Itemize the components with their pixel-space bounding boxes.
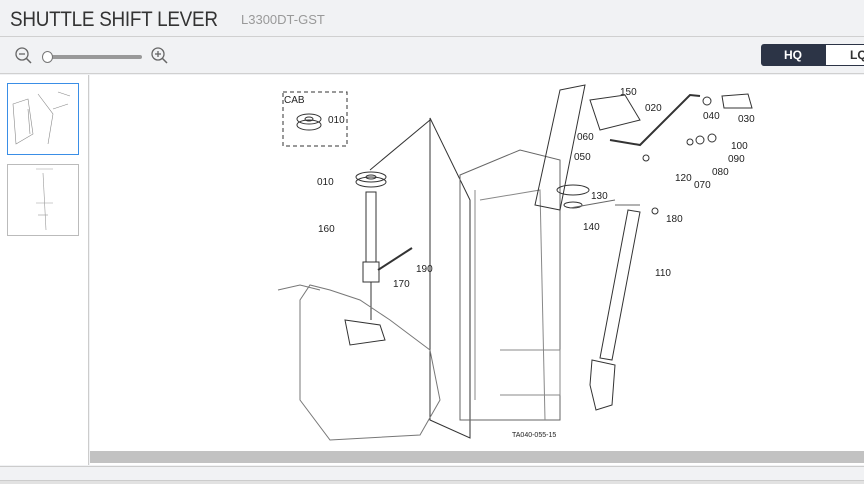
callout-170[interactable]: 170 bbox=[393, 279, 410, 290]
footer-bar bbox=[0, 466, 864, 484]
zoom-slider-handle[interactable] bbox=[42, 51, 53, 63]
callout-010[interactable]: 010 bbox=[317, 177, 334, 188]
callout-140[interactable]: 140 bbox=[583, 222, 600, 233]
callout-120[interactable]: 120 bbox=[675, 173, 692, 184]
callout-010-cab[interactable]: 010 bbox=[328, 115, 345, 126]
zoom-in-icon[interactable] bbox=[150, 46, 170, 66]
callout-080[interactable]: 080 bbox=[712, 167, 729, 178]
callout-110[interactable]: 110 bbox=[655, 268, 671, 279]
callout-130[interactable]: 130 bbox=[591, 191, 608, 202]
model-label: L3300DT-GST bbox=[241, 12, 325, 27]
callout-030[interactable]: 030 bbox=[738, 114, 755, 125]
page-header: SHUTTLE SHIFT LEVER L3300DT-GST bbox=[0, 0, 864, 37]
parts-diagram: CAB 010 010 160 170 190 150 020 040 030 … bbox=[277, 84, 755, 441]
callout-040[interactable]: 040 bbox=[703, 111, 720, 122]
callout-150[interactable]: 150 bbox=[620, 87, 637, 98]
callout-100[interactable]: 100 bbox=[731, 141, 748, 152]
zoom-slider[interactable] bbox=[44, 55, 142, 59]
callout-180[interactable]: 180 bbox=[666, 214, 683, 225]
thumbnail-sidebar bbox=[0, 75, 89, 465]
callout-190[interactable]: 190 bbox=[416, 264, 433, 275]
callout-020[interactable]: 020 bbox=[645, 103, 662, 114]
page-title: SHUTTLE SHIFT LEVER bbox=[10, 8, 218, 31]
callout-090[interactable]: 090 bbox=[728, 154, 745, 165]
parts-table-header bbox=[0, 480, 864, 484]
horizontal-scrollbar[interactable] bbox=[90, 451, 864, 463]
toolbar: HQ LQ bbox=[0, 38, 864, 74]
callouts: CAB 010 010 160 170 190 150 020 040 030 … bbox=[284, 87, 755, 439]
cab-label: CAB bbox=[284, 95, 305, 106]
thumbnail-page-2[interactable] bbox=[7, 164, 79, 236]
callout-060[interactable]: 060 bbox=[577, 132, 594, 143]
callout-050[interactable]: 050 bbox=[574, 152, 591, 163]
thumbnail-page-1[interactable] bbox=[7, 83, 79, 155]
callout-160[interactable]: 160 bbox=[318, 224, 335, 235]
zoom-out-icon[interactable] bbox=[14, 46, 34, 66]
lq-button[interactable]: LQ bbox=[825, 44, 864, 66]
hq-button[interactable]: HQ bbox=[761, 44, 825, 66]
diagram-viewer[interactable]: CAB 010 010 160 170 190 150 020 040 030 … bbox=[90, 75, 864, 465]
diagram-caption: TA040-055-15 bbox=[512, 432, 556, 439]
callout-070[interactable]: 070 bbox=[694, 180, 711, 191]
